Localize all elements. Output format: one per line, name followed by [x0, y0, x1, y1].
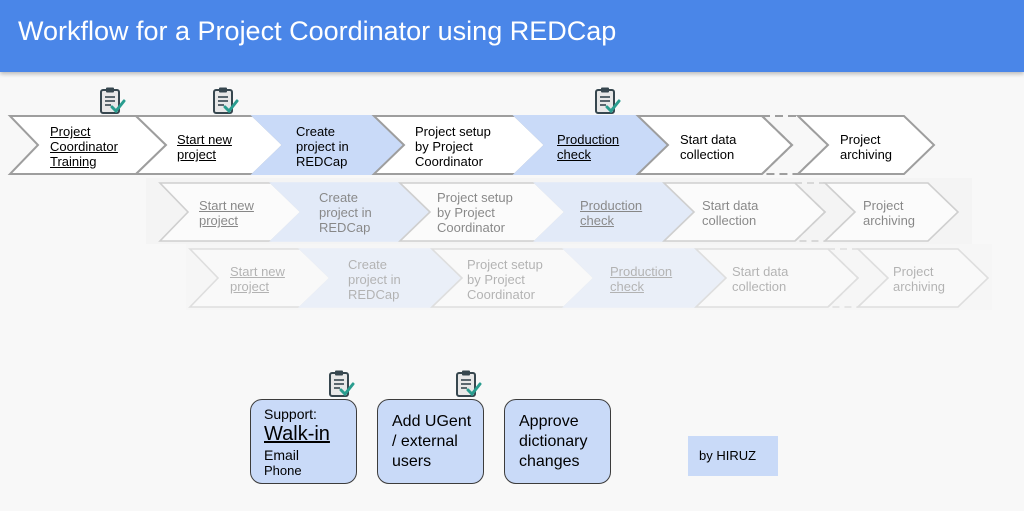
chevron-archiving — [795, 115, 936, 175]
add-users-box: Add UGent / external users — [377, 399, 484, 484]
step-label: Project archiving — [893, 264, 946, 294]
chevron-archiving — [823, 182, 960, 242]
clipboard-check-icon — [329, 370, 355, 397]
header-bar: Workflow for a Project Coordinator using… — [0, 0, 1024, 72]
step-create-project: Create project in REDCap — [296, 124, 349, 169]
step-label: Start data collection — [732, 264, 789, 294]
step-project-setup: Project setup by Project Coordinator — [415, 124, 491, 169]
credit-label: by HIRUZ — [699, 448, 757, 463]
clipboard-check-icon — [213, 87, 239, 114]
support-title: Support: — [264, 406, 317, 422]
row-background — [146, 178, 972, 244]
step-label: Create project in REDCap — [319, 190, 372, 235]
step-label[interactable]: Production check — [610, 264, 673, 294]
add-users-label: Add UGent / external users — [392, 413, 472, 470]
step-production-check[interactable]: Production check — [557, 132, 620, 162]
step-start-data-collection: Start data collection — [680, 132, 737, 162]
chevron-start-new-project — [158, 182, 303, 242]
approve-dictionary-box: Approve dictionary changes — [504, 399, 611, 484]
clipboard-check-icon — [456, 370, 482, 397]
support-email: Email — [264, 447, 300, 463]
chevron-gap-dashed — [826, 248, 890, 308]
chevron-create-project — [298, 248, 464, 308]
chevron-production-check — [562, 248, 728, 308]
support-box: Support: Walk-in Email Phone — [250, 399, 357, 484]
step-project-archiving: Project archiving — [840, 132, 893, 162]
chevron-archiving — [856, 248, 990, 308]
step-label: Start data collection — [702, 198, 759, 228]
chevron-gap-dashed — [793, 182, 857, 242]
support-walkin-link[interactable]: Walk-in — [264, 423, 330, 445]
page-title: Workflow for a Project Coordinator using… — [18, 16, 617, 46]
chevron-start-data — [662, 182, 827, 242]
step-label: Project setup by Project Coordinator — [467, 257, 543, 302]
step-label[interactable]: Start new project — [199, 198, 254, 228]
step-coordinator-training[interactable]: Project Coordinator Training — [50, 124, 118, 169]
chevron-project-setup — [430, 248, 596, 308]
step-label[interactable]: Start new project — [230, 264, 285, 294]
step-start-new-project[interactable]: Start new project — [177, 132, 232, 162]
credit-label-box: by HIRUZ — [688, 436, 778, 476]
chevron-production-check — [533, 182, 696, 242]
support-phone: Phone — [264, 463, 302, 478]
chevron-start-data — [694, 248, 860, 308]
clipboard-check-icon — [100, 87, 126, 114]
step-label: Project setup by Project Coordinator — [437, 190, 513, 235]
chevron-start-new-project — [188, 248, 332, 308]
clipboard-check-icon — [595, 87, 621, 114]
chevron-create-project — [269, 182, 432, 242]
step-label[interactable]: Production check — [580, 198, 643, 228]
step-label: Project archiving — [863, 198, 916, 228]
row-background — [186, 244, 992, 310]
chevron-project-setup — [398, 182, 567, 242]
approve-dictionary-label: Approve dictionary changes — [519, 413, 588, 470]
step-label: Create project in REDCap — [348, 257, 401, 302]
